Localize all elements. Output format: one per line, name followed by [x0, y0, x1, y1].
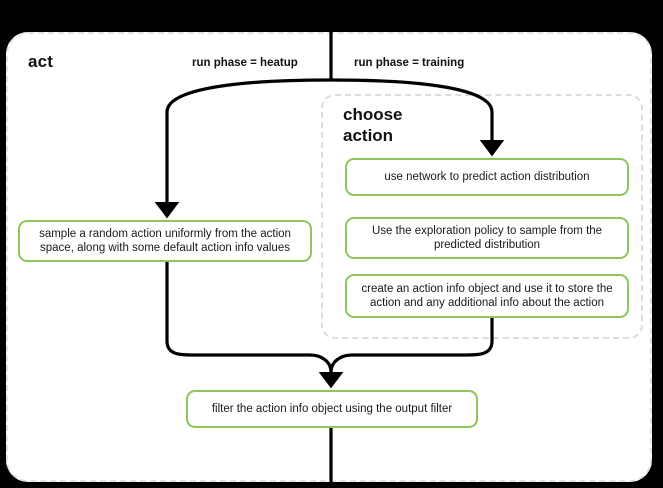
- node-create-action-info-object[interactable]: create an action info object and use it …: [345, 274, 629, 318]
- node-filter-output[interactable]: filter the action info object using the …: [186, 390, 478, 428]
- node-exploration-policy[interactable]: Use the exploration policy to sample fro…: [345, 217, 629, 259]
- choose-action-container-title: choose action: [343, 105, 403, 145]
- edge-label-training: run phase = training: [354, 57, 465, 69]
- edge-label-heatup: run phase = heatup: [192, 57, 298, 69]
- act-container-title: act: [28, 52, 54, 71]
- node-sample-random-action[interactable]: sample a random action uniformly from th…: [18, 220, 312, 262]
- node-use-network-predict[interactable]: use network to predict action distributi…: [345, 158, 629, 196]
